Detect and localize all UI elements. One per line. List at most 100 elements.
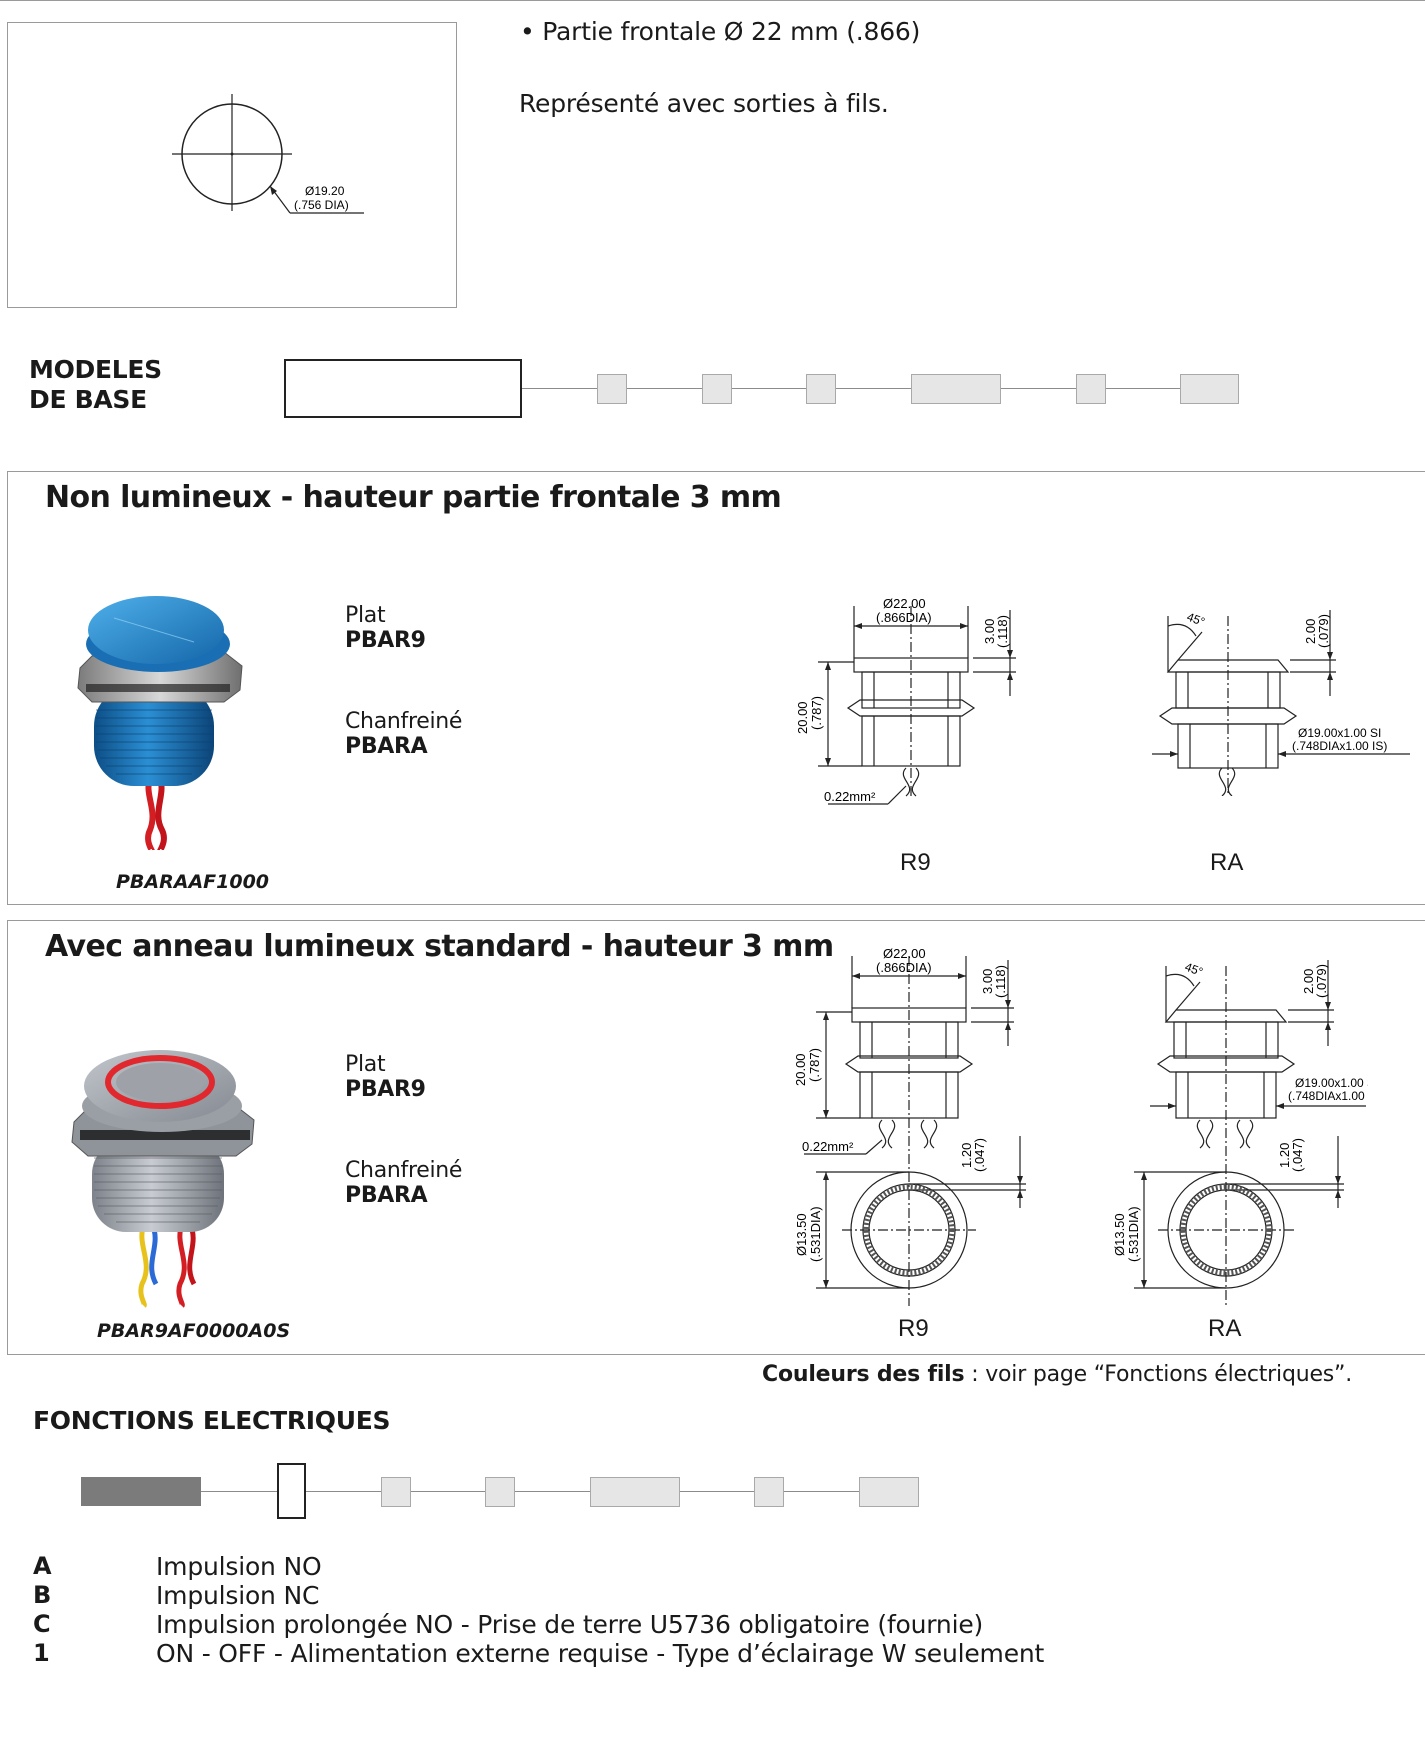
r9-length: 20.00 <box>793 1053 808 1086</box>
r9-height-in: (.118) <box>993 965 1008 998</box>
function-code-slot-selected <box>277 1463 306 1519</box>
ra-ring-in: (.047) <box>1290 1138 1305 1172</box>
base-models-heading-line1: MODELES <box>29 355 162 384</box>
r9-ring-dia-in: (.531DIA) <box>808 1206 823 1262</box>
drawing-label-r9: R9 <box>900 849 931 876</box>
drawing-label-ra-ring: RA <box>1208 1315 1242 1342</box>
function-item: 1 ON - OFF - Alimentation externe requis… <box>33 1639 1044 1668</box>
r9-wire: 0.22mm² <box>824 789 876 804</box>
drawing-r9-non-illuminated: Ø22.00 (.866DIA) 3.00 (.118) 20.00 (.787… <box>795 596 1016 805</box>
shown-with-wires-note: Représenté avec sorties à fils. <box>519 89 889 118</box>
section-title-illuminated-ring: Avec anneau lumineux standard - hauteur … <box>45 929 834 964</box>
base-code-slot-7 <box>1180 374 1239 404</box>
r9-ring-dia: Ø13.50 <box>794 1213 809 1256</box>
front-diameter-bullet: • Partie frontale Ø 22 mm (.866) <box>520 17 921 46</box>
photo-caption-non-illuminated: PBARAAF1000 <box>116 871 270 893</box>
function-key: A <box>33 1552 52 1580</box>
ra-height-in: (.079) <box>1314 964 1329 998</box>
r9-dia: Ø22.00 <box>883 596 926 611</box>
ra-height-in: (.079) <box>1316 614 1331 648</box>
variant-code: PBAR9 <box>345 628 426 653</box>
drawing-r9-illuminated-ring: Ø22.00 (.866DIA) 3.00 (.118) 20.00 (.787… <box>793 946 1026 1306</box>
variant-code: PBARA <box>345 734 428 759</box>
base-code-slot-main <box>284 359 522 418</box>
function-desc: ON - OFF - Alimentation externe requise … <box>156 1639 1045 1668</box>
cutout-drawing: Ø19.20 (.756 DIA) <box>172 94 364 214</box>
ra-thread: Ø19.00x1.00 SI <box>1298 726 1381 740</box>
ra-ring-dia: Ø13.50 <box>1112 1213 1127 1256</box>
cutout-dim-mm: Ø19.20 <box>305 184 345 198</box>
ra-ring: 1.20 <box>1277 1143 1292 1168</box>
r9-dia: Ø22.00 <box>883 946 926 961</box>
base-code-slot-3 <box>702 374 732 404</box>
variant-label: Chanfreiné <box>345 709 463 734</box>
photo-ring-illuminated-button <box>71 1050 255 1308</box>
function-key: B <box>33 1581 52 1609</box>
function-code-connector <box>200 1491 918 1492</box>
section-non-illuminated <box>7 471 1425 905</box>
panel-cutout-drawing: Ø19.20 (.756 DIA) <box>7 22 457 308</box>
r9-length: 20.00 <box>795 701 810 734</box>
variant-label: Plat <box>345 603 386 628</box>
base-models-heading: MODELES DE BASE <box>29 355 162 415</box>
ra-thread-in: (.748DIAx1.00 IS) <box>1288 1089 1368 1103</box>
function-code-slot-7 <box>859 1477 919 1507</box>
function-desc: Impulsion NO <box>156 1552 322 1581</box>
function-code-slot-4 <box>485 1477 515 1507</box>
function-item: C Impulsion prolongée NO - Prise de terr… <box>33 1610 1044 1639</box>
base-code-slot-2 <box>597 374 627 404</box>
r9-dia-in: (.866DIA) <box>876 960 932 975</box>
function-item: B Impulsion NC <box>33 1581 1044 1610</box>
variant-label: Chanfreiné <box>345 1158 463 1183</box>
function-item: A Impulsion NO <box>33 1552 1044 1581</box>
wire-colors-note: Couleurs des fils : voir page “Fonctions… <box>762 1362 1352 1387</box>
drawing-ra-illuminated-ring: 45° 2.00 (.079) Ø19.00x1.00 SI (.748DIAx… <box>1112 960 1368 1306</box>
wire-colors-text: : voir page “Fonctions électriques”. <box>964 1362 1353 1387</box>
ra-ring-dia-in: (.531DIA) <box>1126 1206 1141 1262</box>
ra-height: 2.00 <box>1301 969 1316 994</box>
function-key: C <box>33 1610 51 1638</box>
drawing-label-r9-ring: R9 <box>898 1315 929 1342</box>
variant-flat-illuminated-ring: Plat PBAR9 <box>345 1052 426 1102</box>
function-desc: Impulsion prolongée NO - Prise de terre … <box>156 1610 984 1639</box>
photo-blue-button <box>77 596 243 850</box>
r9-dia-in: (.866DIA) <box>876 610 932 625</box>
r9-height: 3.00 <box>980 969 995 994</box>
drawing-label-ra: RA <box>1210 849 1244 876</box>
base-code-connector <box>522 388 1239 389</box>
drawing-ra-non-illuminated: 45° 2.00 (.079) Ø19.00x1.00 SI (.748DIAx… <box>1152 610 1410 796</box>
variant-chamfered-non-illuminated: Chanfreiné PBARA <box>345 709 462 759</box>
r9-ring-in: (.047) <box>972 1138 987 1172</box>
variant-chamfered-illuminated-ring: Chanfreiné PBARA <box>345 1158 462 1208</box>
r9-length-in: (.787) <box>809 696 824 730</box>
base-models-heading-line2: DE BASE <box>29 385 147 414</box>
function-code-slot-3 <box>381 1477 411 1507</box>
r9-wire: 0.22mm² <box>802 1139 854 1154</box>
ra-angle: 45° <box>1185 610 1207 629</box>
ra-angle: 45° <box>1183 960 1205 979</box>
ra-thread-in: (.748DIAx1.00 IS) <box>1292 739 1387 753</box>
function-code-slot-1 <box>81 1477 201 1506</box>
r9-ring: 1.20 <box>959 1143 974 1168</box>
ra-height: 2.00 <box>1303 619 1318 644</box>
ra-thread: Ø19.00x1.00 SI <box>1295 1076 1368 1090</box>
variant-code: PBARA <box>345 1183 428 1208</box>
function-code-slot-5 <box>590 1477 680 1507</box>
section-title-non-illuminated: Non lumineux - hauteur partie frontale 3… <box>45 480 782 515</box>
variant-label: Plat <box>345 1052 386 1077</box>
function-key: 1 <box>33 1639 50 1667</box>
top-rule <box>0 0 1425 1</box>
function-code-slot-6 <box>754 1477 784 1507</box>
base-code-slot-5 <box>911 374 1001 404</box>
base-code-slot-6 <box>1076 374 1106 404</box>
variant-flat-non-illuminated: Plat PBAR9 <box>345 603 426 653</box>
base-code-slot-4 <box>806 374 836 404</box>
variant-code: PBAR9 <box>345 1077 426 1102</box>
cutout-dim-in: (.756 DIA) <box>294 198 349 212</box>
function-list: A Impulsion NO B Impulsion NC C Impulsio… <box>33 1552 1044 1668</box>
electrical-functions-heading: FONCTIONS ELECTRIQUES <box>33 1406 391 1435</box>
r9-height-in: (.118) <box>995 615 1010 648</box>
function-desc: Impulsion NC <box>156 1581 320 1610</box>
r9-length-in: (.787) <box>807 1048 822 1082</box>
r9-height: 3.00 <box>982 619 997 644</box>
